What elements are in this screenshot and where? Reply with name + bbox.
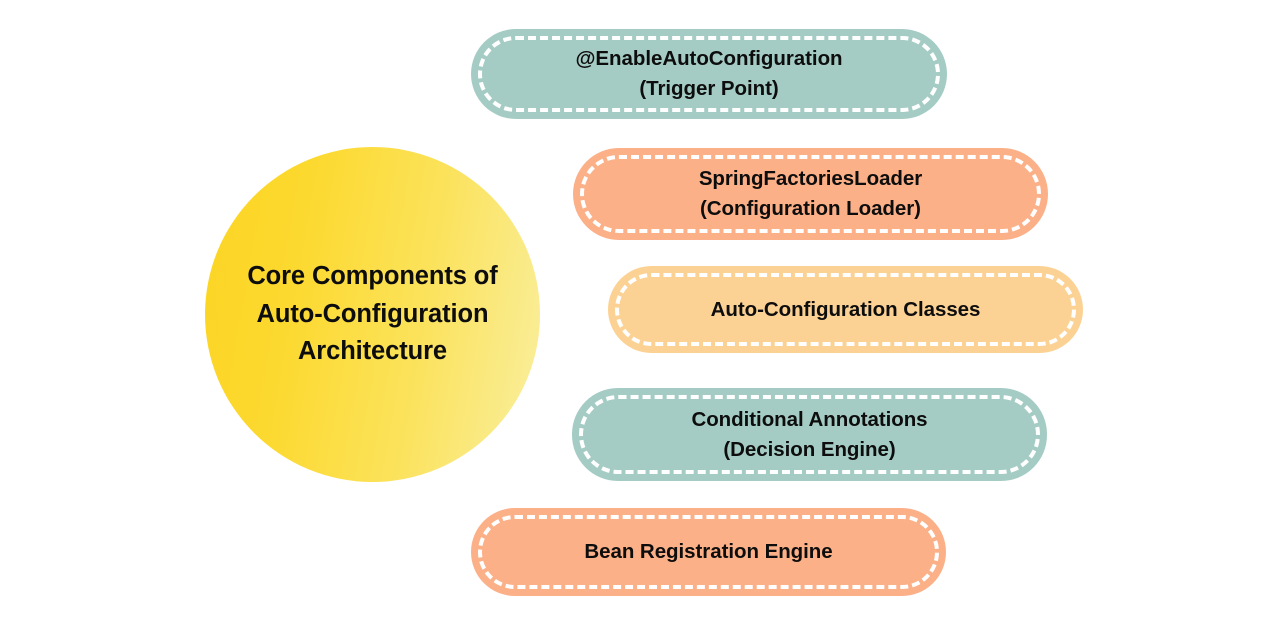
- node-bean-registration-engine[interactable]: Bean Registration Engine: [471, 508, 946, 596]
- node-label-enable-auto-configuration: @EnableAutoConfiguration (Trigger Point): [575, 47, 843, 100]
- node-label-bean-registration-engine: Bean Registration Engine: [584, 540, 833, 564]
- node-spring-factories-loader[interactable]: SpringFactoriesLoader (Configuration Loa…: [573, 148, 1048, 240]
- node-enable-auto-configuration[interactable]: @EnableAutoConfiguration (Trigger Point): [471, 29, 947, 119]
- hub-label: Core Components of Auto-Configuration Ar…: [247, 261, 498, 366]
- node-label-conditional-annotations: Conditional Annotations (Decision Engine…: [691, 407, 928, 461]
- hub-circle-core-components: Core Components of Auto-Configuration Ar…: [205, 147, 540, 482]
- node-conditional-annotations[interactable]: Conditional Annotations (Decision Engine…: [572, 388, 1047, 481]
- node-label-auto-configuration-classes: Auto-Configuration Classes: [710, 297, 981, 321]
- node-auto-configuration-classes[interactable]: Auto-Configuration Classes: [608, 266, 1083, 353]
- node-label-spring-factories-loader: SpringFactoriesLoader (Configuration Loa…: [698, 167, 923, 220]
